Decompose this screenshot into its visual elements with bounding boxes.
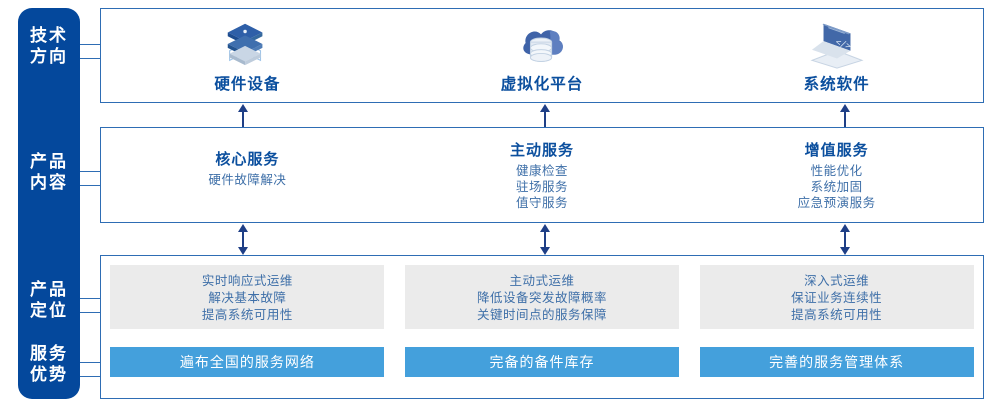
content-item-title: 主动服务 xyxy=(510,141,575,159)
positioning-line: 深入式运维 xyxy=(804,272,870,288)
arrow-up-down-value-added xyxy=(840,224,850,255)
positioning-card[interactable]: 实时响应式运维 解决基本故障 提高系统可用性 xyxy=(110,265,385,329)
connector-positioning-lower xyxy=(80,312,101,313)
arrow-up-down-proactive xyxy=(540,224,550,255)
tech-item-label: 硬件设备 xyxy=(214,74,281,93)
advantage-bar[interactable]: 完备的备件库存 xyxy=(405,347,679,377)
connector-content-upper xyxy=(80,171,101,172)
tech-item-hardware[interactable]: 硬件设备 xyxy=(100,8,395,103)
bottom-item-proactive: 主动式运维 降低设备突发故障概率 关键时间点的服务保障 完备的备件库存 xyxy=(395,255,690,399)
tech-item-label: 系统软件 xyxy=(803,74,870,93)
content-item-proactive-service[interactable]: 主动服务 健康检查 驻场服务 值守服务 xyxy=(395,127,690,223)
product-content-row: 核心服务 硬件故障解决 主动服务 健康检查 驻场服务 值守服务 增值服务 性能优… xyxy=(100,127,984,223)
positioning-line: 主动式运维 xyxy=(509,272,575,288)
rail-label-service-advantage: 服务 优势 xyxy=(18,344,80,386)
laptop-code-icon: </> xyxy=(810,23,864,69)
positioning-line: 关键时间点的服务保障 xyxy=(476,306,607,322)
tech-item-virtualization[interactable]: 虚拟化平台 xyxy=(395,8,690,103)
rail-label-line: 服务 xyxy=(30,344,68,364)
advantage-bar[interactable]: 完善的服务管理体系 xyxy=(699,347,974,377)
arrow-up-down-core xyxy=(238,224,248,255)
bottom-item-realtime: 实时响应式运维 解决基本故障 提高系统可用性 遍布全国的服务网络 xyxy=(100,255,395,399)
positioning-line: 提高系统可用性 xyxy=(201,306,293,322)
rail-label-line: 定位 xyxy=(30,301,68,321)
content-item-line: 性能优化 xyxy=(810,163,863,178)
tech-item-system-software[interactable]: </> 系统软件 xyxy=(689,8,984,103)
positioning-line: 保证业务连续性 xyxy=(791,289,883,305)
cloud-database-icon xyxy=(523,29,563,62)
rail-label-line: 产品 xyxy=(30,280,68,300)
content-item-line: 健康检查 xyxy=(516,163,569,178)
tech-item-label: 虚拟化平台 xyxy=(500,74,584,93)
rail-label-line: 优势 xyxy=(30,365,68,385)
advantage-bar[interactable]: 遍布全国的服务网络 xyxy=(110,347,385,377)
rail-label-product-content: 产品 内容 xyxy=(18,152,80,194)
content-item-core-service[interactable]: 核心服务 硬件故障解决 xyxy=(100,113,395,223)
rail-label-product-positioning: 产品 定位 xyxy=(18,280,80,322)
positioning-line: 降低设备突发故障概率 xyxy=(476,289,607,305)
arrow-up-hardware xyxy=(238,104,248,127)
connector-advantage-upper xyxy=(80,362,101,363)
positioning-card[interactable]: 深入式运维 保证业务连续性 提高系统可用性 xyxy=(699,265,974,329)
positioning-advantage-row: 实时响应式运维 解决基本故障 提高系统可用性 遍布全国的服务网络 主动式运维 降… xyxy=(100,255,984,399)
content-item-line: 系统加固 xyxy=(810,179,863,194)
rail-label-line: 产品 xyxy=(30,152,68,172)
arrow-up-virtualization xyxy=(540,104,550,127)
category-rail xyxy=(18,8,80,399)
connector-technical-upper xyxy=(80,44,101,45)
content-item-value-added-service[interactable]: 增值服务 性能优化 系统加固 应急预演服务 xyxy=(689,127,984,223)
content-item-title: 增值服务 xyxy=(804,141,869,159)
rail-label-line: 方向 xyxy=(30,47,68,67)
content-item-line: 应急预演服务 xyxy=(797,195,876,210)
rail-label-line: 内容 xyxy=(30,173,68,193)
connector-advantage-lower xyxy=(80,376,101,377)
connector-positioning-upper xyxy=(80,298,101,299)
positioning-line: 实时响应式运维 xyxy=(201,272,293,288)
content-item-title: 核心服务 xyxy=(215,150,280,168)
connector-content-lower xyxy=(80,185,101,186)
content-item-line: 驻场服务 xyxy=(516,179,569,194)
rail-label-line: 技术 xyxy=(30,26,68,46)
technical-direction-row: 硬件设备 虚拟化平台 </> xyxy=(100,8,984,103)
server-stack-icon xyxy=(228,23,263,65)
positioning-line: 解决基本故障 xyxy=(208,289,287,305)
rail-label-technical-direction: 技术 方向 xyxy=(18,26,80,68)
product-content-panel xyxy=(100,127,984,223)
arrow-up-system-software xyxy=(840,104,850,127)
content-item-line: 硬件故障解决 xyxy=(208,172,287,187)
content-item-line: 值守服务 xyxy=(516,195,569,210)
bottom-item-deep: 深入式运维 保证业务连续性 提高系统可用性 完善的服务管理体系 xyxy=(689,255,984,399)
connector-technical-lower xyxy=(80,58,101,59)
positioning-card[interactable]: 主动式运维 降低设备突发故障概率 关键时间点的服务保障 xyxy=(405,265,679,329)
positioning-line: 提高系统可用性 xyxy=(791,306,883,322)
